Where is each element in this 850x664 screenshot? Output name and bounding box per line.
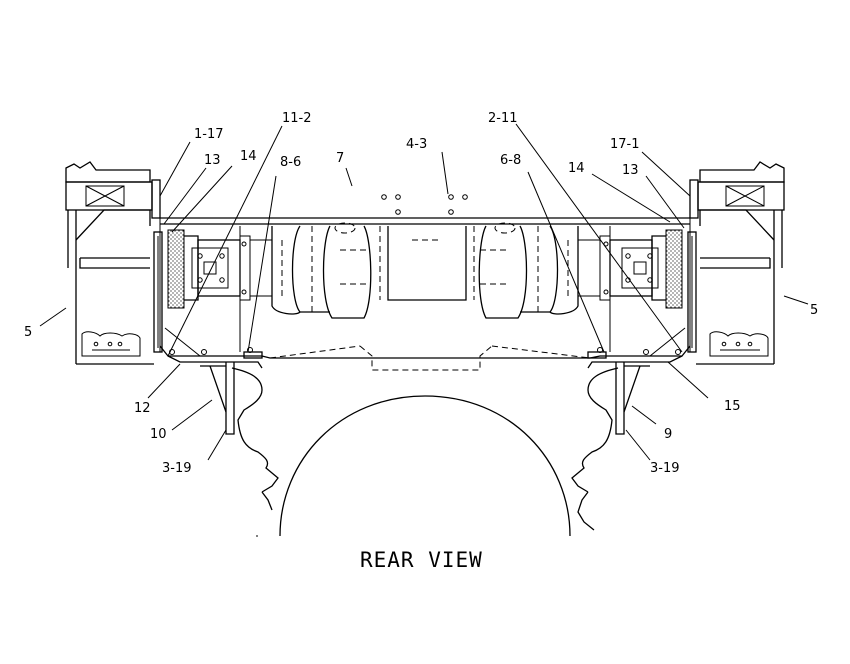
callout-9: 9: [664, 427, 672, 442]
callout-5-left: 5: [24, 325, 32, 340]
callout-11-2: 11-2: [282, 111, 312, 126]
callout-6-8: 6-8: [500, 153, 521, 168]
view-title: REAR VIEW: [360, 548, 483, 572]
callout-14-left: 14: [240, 149, 257, 164]
center-hidden-features: [269, 222, 591, 371]
callout-14-right: 14: [568, 161, 585, 176]
callout-2-11: 2-11: [488, 111, 518, 126]
callout-13-right: 13: [622, 163, 639, 178]
engine-block: [231, 367, 619, 537]
callout-7: 7: [336, 151, 344, 166]
callout-labels: 1-17 11-2 13 14 8-6 7 4-3 2-11 6-8 14 17…: [24, 111, 818, 476]
top-frame: [159, 194, 691, 369]
callout-15: 15: [724, 399, 741, 414]
callout-10: 10: [150, 427, 167, 442]
callout-12: 12: [134, 401, 151, 416]
callout-3-19-right: 3-19: [650, 461, 680, 476]
right-mount: [578, 226, 697, 435]
right-side-box: [689, 161, 785, 365]
callout-4-3: 4-3: [406, 137, 427, 152]
callout-1-17: 1-17: [194, 127, 224, 142]
leader-lines: [39, 123, 809, 461]
left-mount: [153, 226, 272, 435]
callout-13-left: 13: [204, 153, 221, 168]
callout-3-19-left: 3-19: [162, 461, 192, 476]
callout-8-6: 8-6: [280, 155, 301, 170]
callout-17-1: 17-1: [610, 137, 640, 152]
left-side-box: [65, 161, 161, 365]
callout-5-right: 5: [810, 303, 818, 318]
